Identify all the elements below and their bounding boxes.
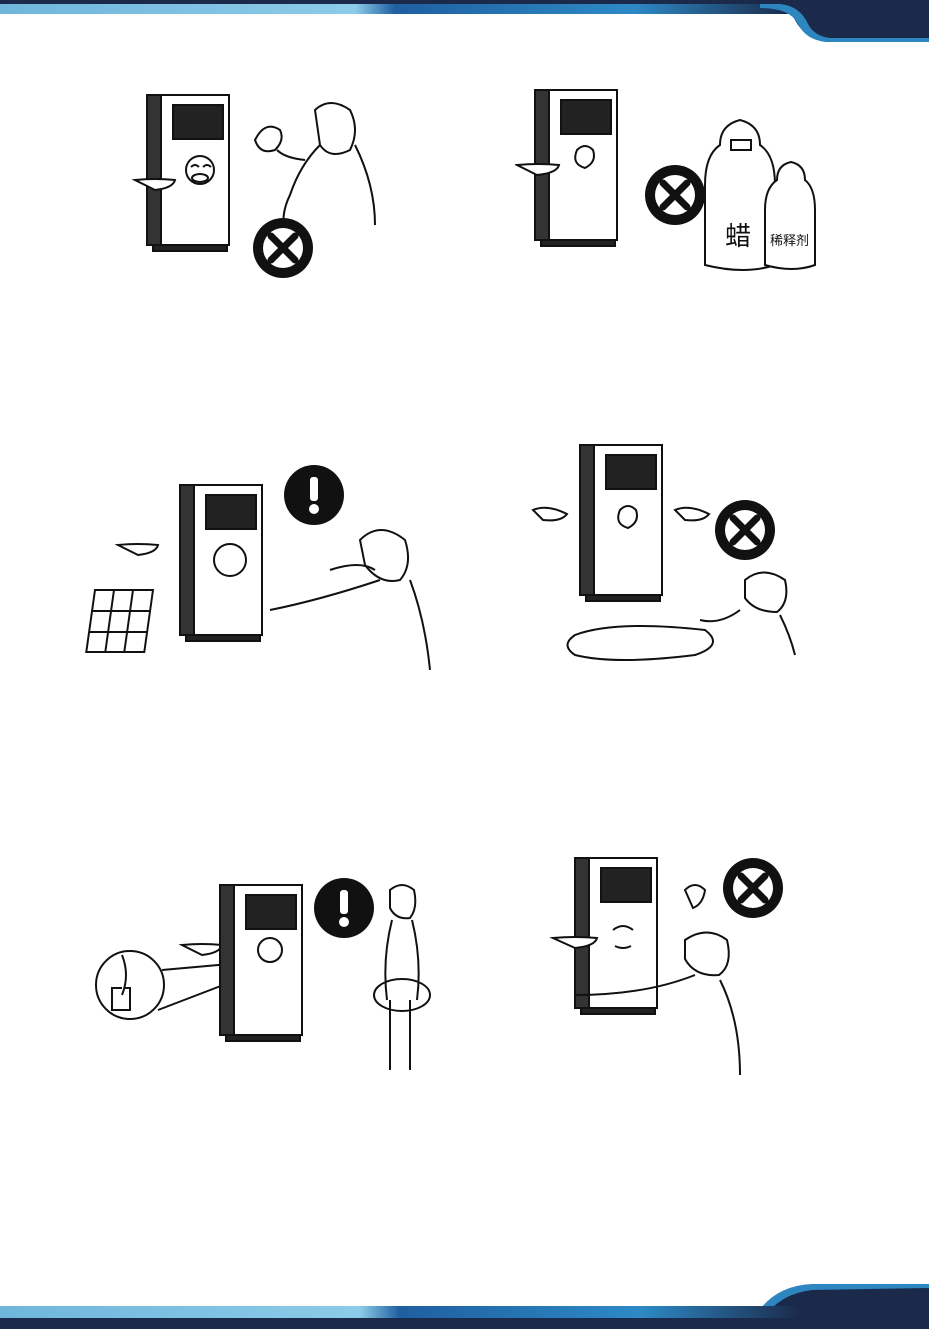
prohibited-icon <box>723 858 783 918</box>
footer-band <box>0 1284 929 1329</box>
air-conditioner-unit <box>180 485 262 641</box>
illustration-no-tipping <box>545 850 790 1080</box>
illustration-no-spray-water <box>125 85 395 280</box>
man-pushing-unit <box>270 530 430 670</box>
warning-icon <box>284 465 344 525</box>
waving-hand-icon <box>533 508 567 521</box>
illustration-clean-filter <box>80 460 450 670</box>
prohibited-icon <box>253 218 313 278</box>
air-conditioner-unit <box>220 885 302 1041</box>
waving-hand-icon <box>675 508 709 521</box>
woman-with-bag <box>374 885 430 1070</box>
air-conditioner-unit <box>580 445 662 601</box>
pointing-hand-icon <box>182 944 222 955</box>
air-filter <box>86 590 153 652</box>
thinner-label: 稀释剂 <box>770 234 809 249</box>
prohibited-icon <box>715 500 775 560</box>
wax-label: 蜡 <box>725 222 751 252</box>
air-conditioner-unit <box>575 858 657 1014</box>
warning-icon <box>314 878 374 938</box>
header-band <box>0 0 929 42</box>
pointing-hand-icon <box>118 544 158 555</box>
illustration-unplug-when-away <box>92 870 432 1080</box>
woman-with-spray <box>255 103 375 235</box>
illustration-no-chemicals: 蜡 稀释剂 <box>515 85 835 280</box>
prohibited-icon <box>645 165 705 225</box>
air-conditioner-unit <box>147 95 229 251</box>
illustration-no-spill-water <box>525 440 825 675</box>
